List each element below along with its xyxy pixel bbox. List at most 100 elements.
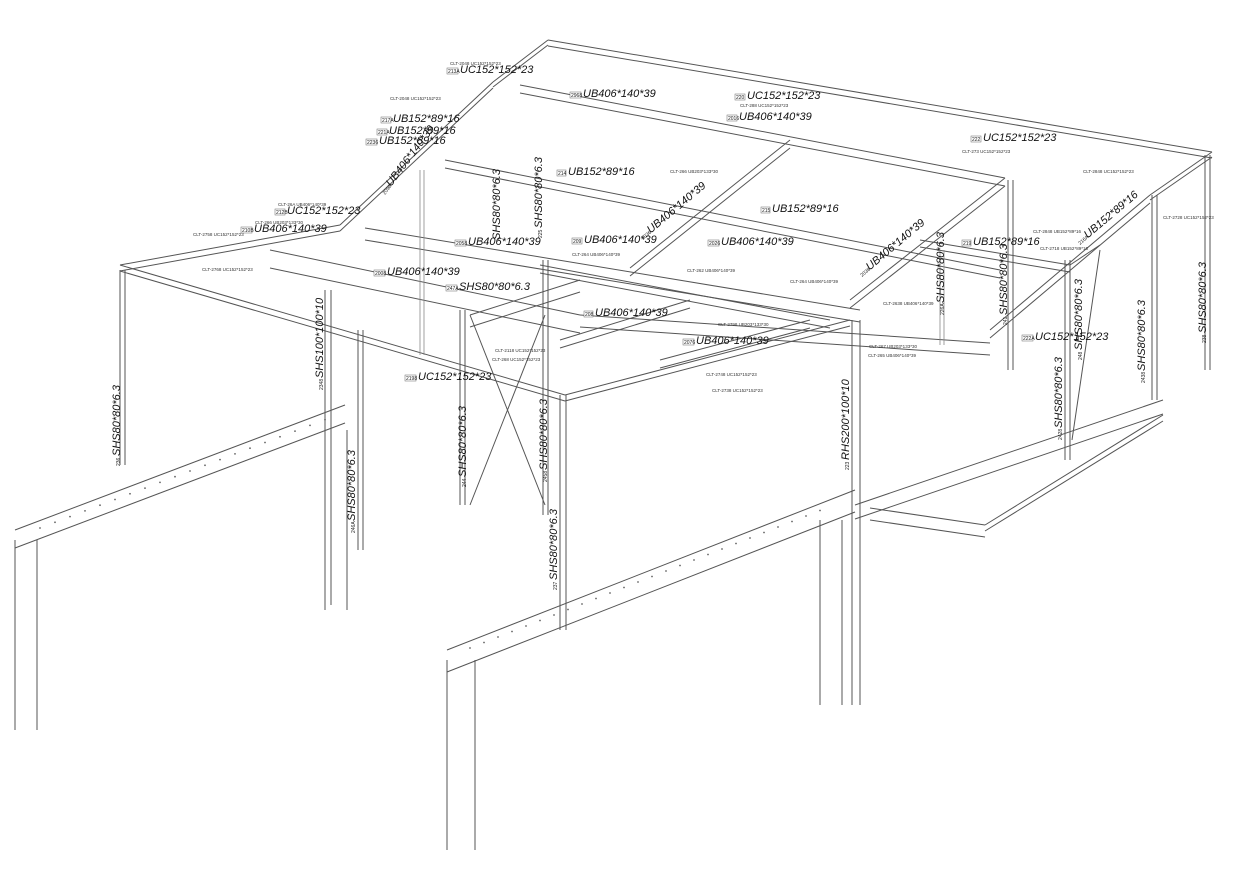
- frame-member-line: [119, 224, 341, 266]
- frame-member-line: [444, 159, 1001, 271]
- svg-text:UB152*89*16: UB152*89*16: [393, 113, 461, 125]
- frame-member-line: [1149, 156, 1213, 201]
- svg-text:UC152*152*23: UC152*152*23: [287, 205, 361, 217]
- frame-member-line: [446, 511, 856, 673]
- connection-note: CLT-2728 UC152*152*23: [1163, 215, 1214, 220]
- frame-member-line: [364, 239, 861, 323]
- svg-text:UB406*140*39: UB406*140*39: [584, 234, 657, 246]
- frame-member-line: [919, 239, 1071, 266]
- svg-text:2348: 2348: [319, 379, 325, 390]
- bolt-hole: [749, 537, 751, 539]
- svg-text:UB406*140*39: UB406*140*39: [696, 335, 769, 347]
- connection-note: CLT-2118 UC152*152*23: [495, 348, 546, 353]
- svg-text:241: 241: [1003, 316, 1009, 325]
- svg-text:215: 215: [762, 208, 771, 214]
- bolt-hole: [39, 527, 41, 529]
- bolt-hole: [595, 597, 597, 600]
- bolt-hole: [623, 586, 625, 589]
- svg-text:223: 223: [845, 461, 851, 470]
- frame-member-line: [659, 327, 811, 369]
- bolt-hole: [665, 570, 667, 572]
- svg-text:SHS100*100*10: SHS100*100*10: [314, 297, 326, 378]
- svg-text:219: 219: [963, 241, 972, 247]
- svg-text:214: 214: [558, 171, 567, 177]
- svg-text:RHS200*100*10: RHS200*100*10: [840, 378, 852, 460]
- frame-member-line: [469, 279, 581, 316]
- bolt-hole: [721, 548, 723, 550]
- frame-member-line: [579, 314, 991, 344]
- svg-text:2036: 2036: [640, 230, 653, 242]
- connection-note: CLT-273 UC152*152*23: [962, 149, 1011, 154]
- svg-text:UB406*140*39: UB406*140*39: [595, 307, 668, 319]
- bolt-hole: [819, 509, 821, 512]
- svg-text:SHS80*80*6.3: SHS80*80*6.3: [459, 281, 531, 293]
- svg-text:UB152*89*16: UB152*89*16: [973, 236, 1041, 248]
- connection-note: CLT-26A UB406*140*39: [278, 202, 327, 207]
- frame-member-line: [469, 291, 581, 328]
- frame-member-line: [919, 246, 1071, 273]
- connection-note: CLT-2848 UC152*152*23: [1083, 169, 1134, 174]
- frame-member-line: [119, 270, 566, 402]
- bolt-hole: [567, 608, 569, 611]
- connection-note: CLT-262 UB406*140*39: [687, 268, 735, 273]
- frame-member-line: [519, 92, 1006, 187]
- svg-text:UB406*140*39: UB406*140*39: [468, 236, 541, 248]
- frame-member-line: [446, 489, 856, 651]
- frame-member-line: [629, 147, 791, 277]
- svg-text:UB406*140*39: UB406*140*39: [387, 266, 460, 278]
- frame-member-line: [119, 264, 566, 396]
- bolt-hole: [219, 458, 221, 461]
- frame-member-line: [984, 420, 1164, 532]
- connection-note: CLT-2738 UC152*152*23: [712, 388, 763, 393]
- svg-text:UB152*89*16: UB152*89*16: [379, 135, 447, 147]
- svg-text:UC152*152*23: UC152*152*23: [747, 90, 821, 102]
- bolt-hole: [693, 559, 695, 561]
- connection-note: CLT-2768 UC152*152*23: [202, 267, 253, 272]
- svg-text:UB406*140*39: UB406*140*39: [583, 88, 656, 100]
- frame-member-line: [119, 230, 341, 272]
- connection-notes: CLT-2048 UC152*152*23 CLT-2048 UC152*152…: [193, 61, 1214, 393]
- frame-member-line: [492, 44, 549, 88]
- svg-text:SHS80*80*6.3: SHS80*80*6.3: [533, 156, 545, 228]
- svg-text:236: 236: [116, 457, 122, 466]
- connection-note: CLT-267 UB203*133*30: [869, 344, 917, 349]
- frame-member-line: [559, 299, 691, 341]
- svg-text:225: 225: [538, 229, 544, 238]
- connection-note: CLT-2718 UB152*89*16: [1040, 246, 1088, 251]
- bolt-hole: [581, 603, 583, 605]
- frame-member-line: [519, 84, 1006, 179]
- svg-text:2058: 2058: [456, 241, 467, 247]
- svg-text:208: 208: [585, 312, 594, 318]
- svg-text:209: 209: [573, 239, 582, 245]
- bolt-hole: [609, 592, 611, 594]
- bolt-hole: [159, 481, 161, 484]
- frame-member-line: [869, 507, 986, 526]
- svg-text:SHS80*80*6.3: SHS80*80*6.3: [998, 243, 1010, 315]
- bolt-hole: [679, 564, 681, 567]
- bolt-hole: [483, 641, 485, 644]
- svg-text:UB152*89*16: UB152*89*16: [772, 203, 840, 215]
- bolt-hole: [497, 636, 499, 638]
- bolt-hole: [189, 470, 191, 472]
- bolt-hole: [777, 526, 779, 528]
- svg-text:213A: 213A: [448, 69, 460, 75]
- bolt-hole: [99, 504, 101, 507]
- svg-text:2008: 2008: [375, 271, 386, 277]
